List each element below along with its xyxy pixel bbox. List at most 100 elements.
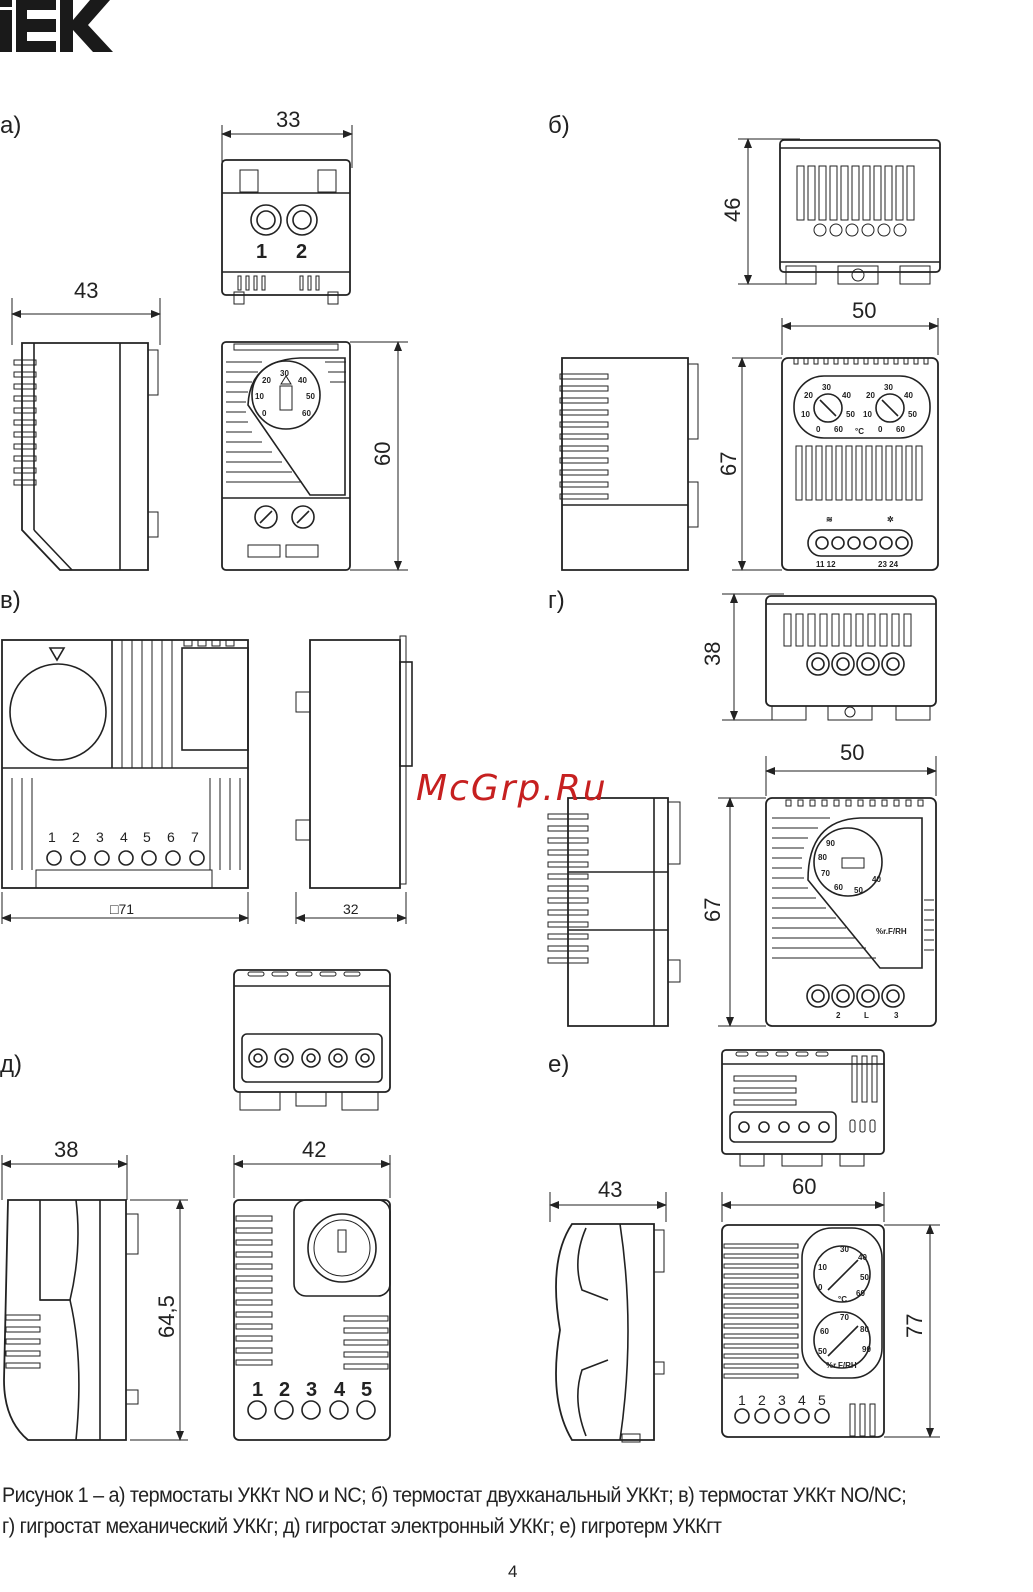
svg-text:40: 40 <box>872 875 881 884</box>
svg-text:10: 10 <box>863 410 872 419</box>
figure-caption: Рисунок 1 – а) термостаты УККт NO и NC; … <box>2 1480 950 1542</box>
logo-graphic <box>0 0 113 52</box>
dim-g-height: 67 <box>700 898 725 922</box>
svg-text:60: 60 <box>896 425 905 434</box>
panel-d: д) 38 <box>0 969 391 1441</box>
panel-v-terminal-1: 1 <box>48 829 56 845</box>
panel-a: а) 33 1 2 43 <box>0 107 408 571</box>
dim-e-height: 77 <box>902 1314 927 1338</box>
svg-text:50: 50 <box>306 392 315 401</box>
panel-e-top-view <box>721 1049 885 1167</box>
panel-v-label: в) <box>0 587 21 614</box>
svg-text:60: 60 <box>302 409 311 418</box>
svg-text:70: 70 <box>821 869 830 878</box>
panel-v-side-view: 32 <box>295 635 413 924</box>
panel-d-terminal-4: 4 <box>334 1379 346 1401</box>
panel-v-front-view: 1 2 3 4 5 6 7 □71 <box>1 639 249 924</box>
svg-text:20: 20 <box>262 376 271 385</box>
panel-b-front-view: 50 30 20 40 10 50 0 60 30 20 40 10 50 0 … <box>716 298 939 571</box>
svg-text:0: 0 <box>262 409 267 418</box>
fan-icon: ✲ <box>887 515 894 524</box>
dim-a-width-top: 33 <box>276 107 300 132</box>
panel-e: е) 43 <box>548 1049 940 1443</box>
panel-e-terminal-4: 4 <box>798 1392 806 1408</box>
svg-text:80: 80 <box>860 1325 869 1334</box>
panel-v-terminal-5: 5 <box>143 829 151 845</box>
iek-logo <box>0 0 113 52</box>
panel-g: г) 38 <box>547 587 937 1027</box>
dim-b-width: 50 <box>852 298 876 323</box>
svg-text:60: 60 <box>834 425 843 434</box>
panel-g-label: г) <box>548 587 565 614</box>
panel-g-unit: %r.F/RH <box>876 927 907 936</box>
svg-text:30: 30 <box>884 383 893 392</box>
panel-d-side-view: 38 64,5 <box>1 1137 188 1441</box>
svg-text:60: 60 <box>820 1327 829 1336</box>
svg-text:20: 20 <box>804 391 813 400</box>
dim-v-depth: 32 <box>343 901 359 917</box>
svg-text:50: 50 <box>818 1347 827 1356</box>
panel-d-terminal-1: 1 <box>252 1379 263 1401</box>
dim-e-width: 60 <box>792 1174 816 1199</box>
dim-d-depth: 38 <box>54 1137 78 1162</box>
panel-e-terminal-1: 1 <box>738 1392 746 1408</box>
panel-v-terminal-3: 3 <box>96 829 104 845</box>
panel-e-terminal-5: 5 <box>818 1392 826 1408</box>
panel-v-terminal-4: 4 <box>120 829 128 845</box>
panel-b-top-view: 46 <box>720 138 941 285</box>
panel-v-terminal-7: 7 <box>191 829 199 845</box>
svg-text:0: 0 <box>818 1283 823 1292</box>
panel-e-unit-top: °C <box>838 1295 847 1304</box>
svg-text:40: 40 <box>858 1253 867 1262</box>
svg-text:40: 40 <box>904 391 913 400</box>
svg-text:50: 50 <box>846 410 855 419</box>
dim-v-width: □71 <box>110 901 134 917</box>
panel-e-label: е) <box>548 1051 569 1078</box>
svg-text:30: 30 <box>840 1245 849 1254</box>
panel-d-terminal-5: 5 <box>361 1379 372 1401</box>
svg-text:0: 0 <box>878 425 883 434</box>
panel-a-top-view: 33 1 2 <box>221 107 353 305</box>
dim-b-height-top: 46 <box>720 198 745 222</box>
panel-g-front-view: 50 90 80 70 60 50 40 %r.F/RH <box>700 740 937 1027</box>
panel-v-terminal-6: 6 <box>167 829 175 845</box>
panel-a-label: а) <box>0 112 21 139</box>
svg-text:50: 50 <box>860 1273 869 1282</box>
panel-e-terminal-2: 2 <box>758 1392 766 1408</box>
svg-text:50: 50 <box>908 410 917 419</box>
heater-icon: ≋ <box>826 515 833 524</box>
panel-b-label: б) <box>548 112 570 139</box>
panel-d-label: д) <box>0 1051 22 1078</box>
svg-text:40: 40 <box>842 391 851 400</box>
panel-d-top-view <box>233 969 391 1111</box>
page-number: 4 <box>508 1562 518 1581</box>
dim-e-depth: 43 <box>598 1177 622 1202</box>
dim-d-width: 42 <box>302 1137 326 1162</box>
panel-g-terminal-3: 3 <box>894 1011 899 1020</box>
svg-text:10: 10 <box>818 1263 827 1272</box>
panel-a-side-view: 43 <box>11 278 161 571</box>
dim-d-height: 64,5 <box>154 1295 179 1338</box>
panel-d-front-view: 42 1 2 3 4 5 <box>233 1137 391 1441</box>
svg-text:60: 60 <box>856 1289 865 1298</box>
panel-v-terminal-2: 2 <box>72 829 80 845</box>
panel-b-side-view <box>559 357 699 571</box>
dim-g-height-top: 38 <box>700 642 725 666</box>
panel-g-side-view <box>547 797 681 1027</box>
svg-text:30: 30 <box>280 369 289 378</box>
svg-text:40: 40 <box>298 376 307 385</box>
panel-b-unit: °C <box>855 427 864 436</box>
svg-text:10: 10 <box>801 410 810 419</box>
dim-g-width: 50 <box>840 740 864 765</box>
technical-drawing: а) 33 1 2 43 <box>0 107 941 1443</box>
panel-b: б) 46 <box>548 112 941 571</box>
dim-a-depth: 43 <box>74 278 98 303</box>
svg-text:10: 10 <box>255 392 264 401</box>
svg-text:60: 60 <box>834 883 843 892</box>
panel-d-terminal-3: 3 <box>306 1379 317 1401</box>
panel-v: в) 1 2 3 4 5 6 7 <box>0 587 413 924</box>
caption-line-2: г) гигростат механический УККг; д) гигро… <box>2 1514 722 1538</box>
panel-b-terminals-left: 11 12 <box>816 560 836 569</box>
panel-e-front-view: 60 30 40 10 0 50 60 °C 70 80 60 50 90 %r… <box>721 1174 940 1438</box>
panel-a-front-view: 20 30 40 10 50 0 60 60 <box>221 341 408 571</box>
